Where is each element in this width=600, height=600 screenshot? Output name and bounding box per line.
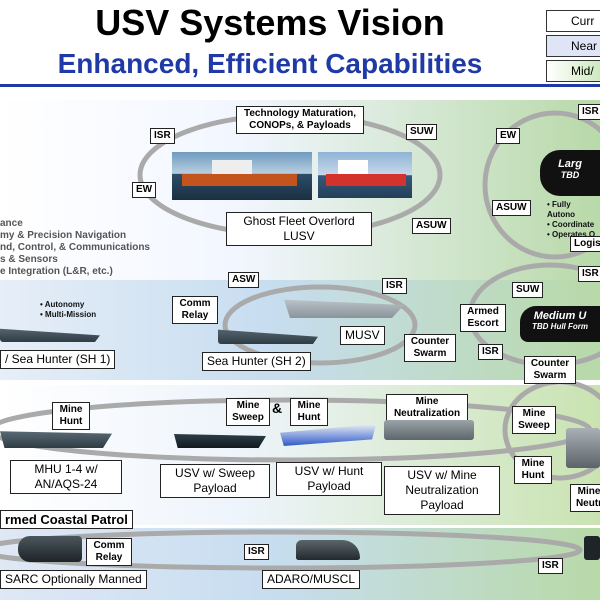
bullet-autonomy: • Autonomy [40, 300, 85, 309]
neutralization-usv-image [384, 420, 474, 440]
mine-hunt-box: Mine Hunt [52, 402, 90, 430]
mine-sweep-box: Mine Sweep [226, 398, 270, 426]
hunt-payload-label: USV w/ Hunt Payload [276, 462, 382, 496]
legend-current: Curr [546, 10, 600, 32]
right-isr-box: ISR [578, 104, 600, 120]
large-usv-label: Larg [558, 158, 582, 170]
right-mine-hunt-box: Mine Hunt [514, 456, 552, 484]
medium-usv-label: Medium U [533, 310, 587, 322]
mhu-label: MHU 1-4 w/ AN/AQS-24 [10, 460, 122, 494]
capability-list: ance my & Precision Navigation nd, Contr… [0, 218, 150, 278]
title-rule [0, 84, 600, 87]
page-subtitle: Enhanced, Efficient Capabilities [57, 48, 483, 79]
bottom-comm-relay-box: Comm Relay [86, 538, 132, 566]
mid-loop [222, 284, 418, 366]
legend-mid: Mid/ [546, 60, 600, 82]
musv-image [284, 299, 404, 318]
bottom-isr-box: ISR [244, 544, 269, 560]
list-item: nd, Control, & Communications [0, 242, 150, 253]
list-item: e Integration (L&R, etc.) [0, 266, 113, 277]
bullet-autonomous: • Fully Autono [547, 200, 575, 219]
mid-isr-box: ISR [382, 278, 407, 294]
sarc-label: SARC Optionally Manned [0, 570, 147, 589]
sarc-image [18, 536, 82, 562]
coastal-patrol-label: rmed Coastal Patrol [0, 510, 133, 529]
adaro-label: ADARO/MUSCL [262, 570, 361, 589]
medium-usv-image: Medium U TBD Hull Form [520, 306, 600, 342]
and-label: & [272, 400, 283, 416]
list-item: my & Precision Navigation [0, 230, 127, 241]
right-asuw-box: ASUW [492, 200, 531, 216]
tech-maturation-box: Technology Maturation, CONOPs, & Payload… [236, 106, 364, 134]
right-ew-box: EW [496, 128, 521, 144]
ship-hull-red [326, 174, 406, 186]
ghost-fleet-image-1 [172, 152, 312, 200]
list-item: ance [0, 218, 23, 229]
bullet-operates: • Operates O [547, 230, 596, 239]
sea-hunter-1-label: / Sea Hunter (SH 1) [0, 350, 116, 369]
page-title: USV Systems Vision [95, 2, 445, 43]
medium-usv-hull: TBD Hull Form [532, 322, 588, 331]
mid-suw-box: SUW [512, 282, 544, 298]
right-mine-neut-box: Mine Neutr [570, 484, 600, 512]
mid-right-isr-box: ISR [578, 266, 600, 282]
bottom-right-vehicle-image [584, 536, 600, 560]
logistics-box: Logis [570, 236, 600, 252]
bottom-right-isr-box: ISR [538, 558, 563, 574]
top-right-loop [482, 110, 600, 260]
sweep-usv-image [174, 434, 266, 448]
large-usv-bullets: • Fully Autono • Coordinate • Operates O [547, 200, 600, 240]
musv-label: MUSV [340, 326, 385, 345]
ghost-fleet-label: Ghost Fleet Overlord LUSV [226, 212, 372, 246]
large-usv-tbd: TBD [560, 170, 580, 180]
bullet-multi-mission: • Multi-Mission [40, 310, 97, 319]
ship-bridge [338, 160, 368, 174]
list-item: s & Sensors [0, 254, 58, 265]
legend: Curr Near Mid/ [546, 10, 600, 85]
large-usv-image: Larg TBD [540, 150, 600, 196]
asw-box: ASW [228, 272, 260, 288]
mid-right-isr2-box: ISR [478, 344, 503, 360]
ship-hull [182, 174, 297, 186]
isr-box: ISR [150, 128, 175, 144]
right-mine-sweep-box: Mine Sweep [512, 406, 556, 434]
sea-hunter-2-label: Sea Hunter (SH 2) [202, 352, 311, 371]
neutralization-payload-label: USV w/ Mine Neutralization Payload [384, 466, 500, 515]
asuw-box: ASUW [412, 218, 451, 234]
legend-near: Near [546, 35, 600, 57]
armed-escort-box: Armed Escort [460, 304, 506, 332]
bottom-loop [0, 529, 583, 571]
bullet-coordinated: • Coordinate [547, 220, 595, 229]
right-mine-vehicle-image [566, 428, 600, 468]
sh1-bullets: • Autonomy • Multi-Mission [40, 300, 96, 320]
ew-box: EW [132, 182, 157, 198]
mhu-image [0, 431, 112, 448]
counter-swarm-box: Counter Swarm [404, 334, 456, 362]
mine-neutralization-box: Mine Neutralization [386, 394, 468, 422]
suw-box: SUW [406, 124, 438, 140]
right-counter-swarm-box: Counter Swarm [524, 356, 576, 384]
sweep-payload-label: USV w/ Sweep Payload [160, 464, 270, 498]
adaro-image [296, 540, 360, 560]
ship-superstructure [212, 160, 252, 174]
comm-relay-box: Comm Relay [172, 296, 218, 324]
ghost-fleet-image-2 [318, 152, 412, 198]
mine-hunt2-box: Mine Hunt [290, 398, 328, 426]
